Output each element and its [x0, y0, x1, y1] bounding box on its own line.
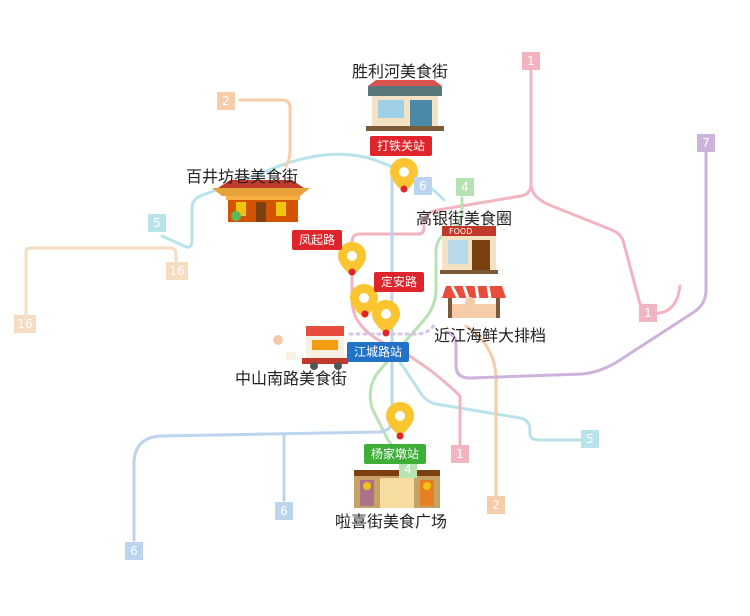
pin-fengqilu[interactable] — [338, 242, 366, 276]
pin-yangjiadun[interactable] — [386, 402, 414, 436]
line-16-badge-left[interactable]: 16 — [14, 315, 36, 333]
baijingfang-temple-illustration — [212, 180, 310, 222]
line-4-badge-top[interactable]: 4 — [456, 178, 474, 196]
pin-datieguan[interactable] — [390, 158, 418, 192]
station-dot-datieguan — [400, 185, 408, 193]
place-zhongshan[interactable]: 中山南路美食街 — [235, 369, 348, 388]
station-dinganlu[interactable]: 定安路 — [374, 272, 425, 292]
food-sign: FOOD — [449, 227, 472, 236]
station-dot-dinganlu — [361, 310, 369, 318]
line-2-badge-top[interactable]: 2 — [217, 92, 235, 110]
line-1-badge-right[interactable]: 1 — [639, 304, 657, 322]
line-2-route-south — [464, 324, 498, 498]
gaoyinjie-shop-illustration — [440, 226, 498, 274]
station-fengqilu[interactable]: 凤起路 — [292, 230, 343, 250]
line-7-route — [444, 148, 708, 380]
laxijie-plaza-illustration — [354, 470, 440, 508]
line-4-badge-bottom[interactable]: 4 — [399, 460, 417, 478]
line-2-route — [238, 98, 292, 168]
line-16-route — [24, 246, 178, 324]
dotted-connector — [348, 320, 438, 336]
line-5-route-south — [394, 354, 586, 442]
place-jinjiang[interactable]: 近江海鲜大排档 — [434, 326, 547, 345]
shenglihe-building-illustration — [366, 80, 444, 131]
pin-dinganlu[interactable] — [350, 284, 378, 318]
zhongshan-cart-illustration — [273, 326, 348, 370]
place-shenglihe[interactable]: 胜利河美食街 — [352, 62, 449, 81]
line-6-badge-bottom[interactable]: 6 — [125, 542, 143, 560]
line-1-badge-top[interactable]: 1 — [522, 52, 540, 70]
station-datieguan[interactable]: 打铁关站 — [370, 136, 433, 156]
station-yangjiadun[interactable]: 杨家墩站 — [364, 444, 427, 464]
line-5-badge-left[interactable]: 5 — [148, 214, 166, 232]
station-dot-fengqilu — [348, 268, 356, 276]
jinjiang-stall-illustration — [442, 285, 506, 318]
line-16-badge-mid[interactable]: 16 — [166, 262, 188, 280]
place-gaoyinjie[interactable]: 高银街美食圈 — [416, 209, 513, 228]
place-baijingfang[interactable]: 百井坊巷美食街 — [186, 167, 299, 186]
line-2-badge-bottom[interactable]: 2 — [487, 496, 505, 514]
line-5-badge-right[interactable]: 5 — [581, 430, 599, 448]
station-jiangchenglu[interactable]: 江城路站 — [347, 342, 410, 362]
line-1-badge-bottom[interactable]: 1 — [451, 445, 469, 463]
station-dot-yangjiadun — [396, 432, 404, 440]
pin-jiangchenglu[interactable] — [372, 300, 400, 334]
line-6-badge-mid[interactable]: 6 — [275, 502, 293, 520]
station-dot-jiangchenglu — [382, 329, 390, 337]
line-4-route — [368, 196, 464, 470]
line-7-badge[interactable]: 7 — [697, 134, 715, 152]
line-6-badge-top[interactable]: 6 — [414, 177, 432, 195]
place-laxijie[interactable]: 啦喜街美食广场 — [335, 512, 448, 531]
line-1-route-east — [529, 182, 682, 316]
